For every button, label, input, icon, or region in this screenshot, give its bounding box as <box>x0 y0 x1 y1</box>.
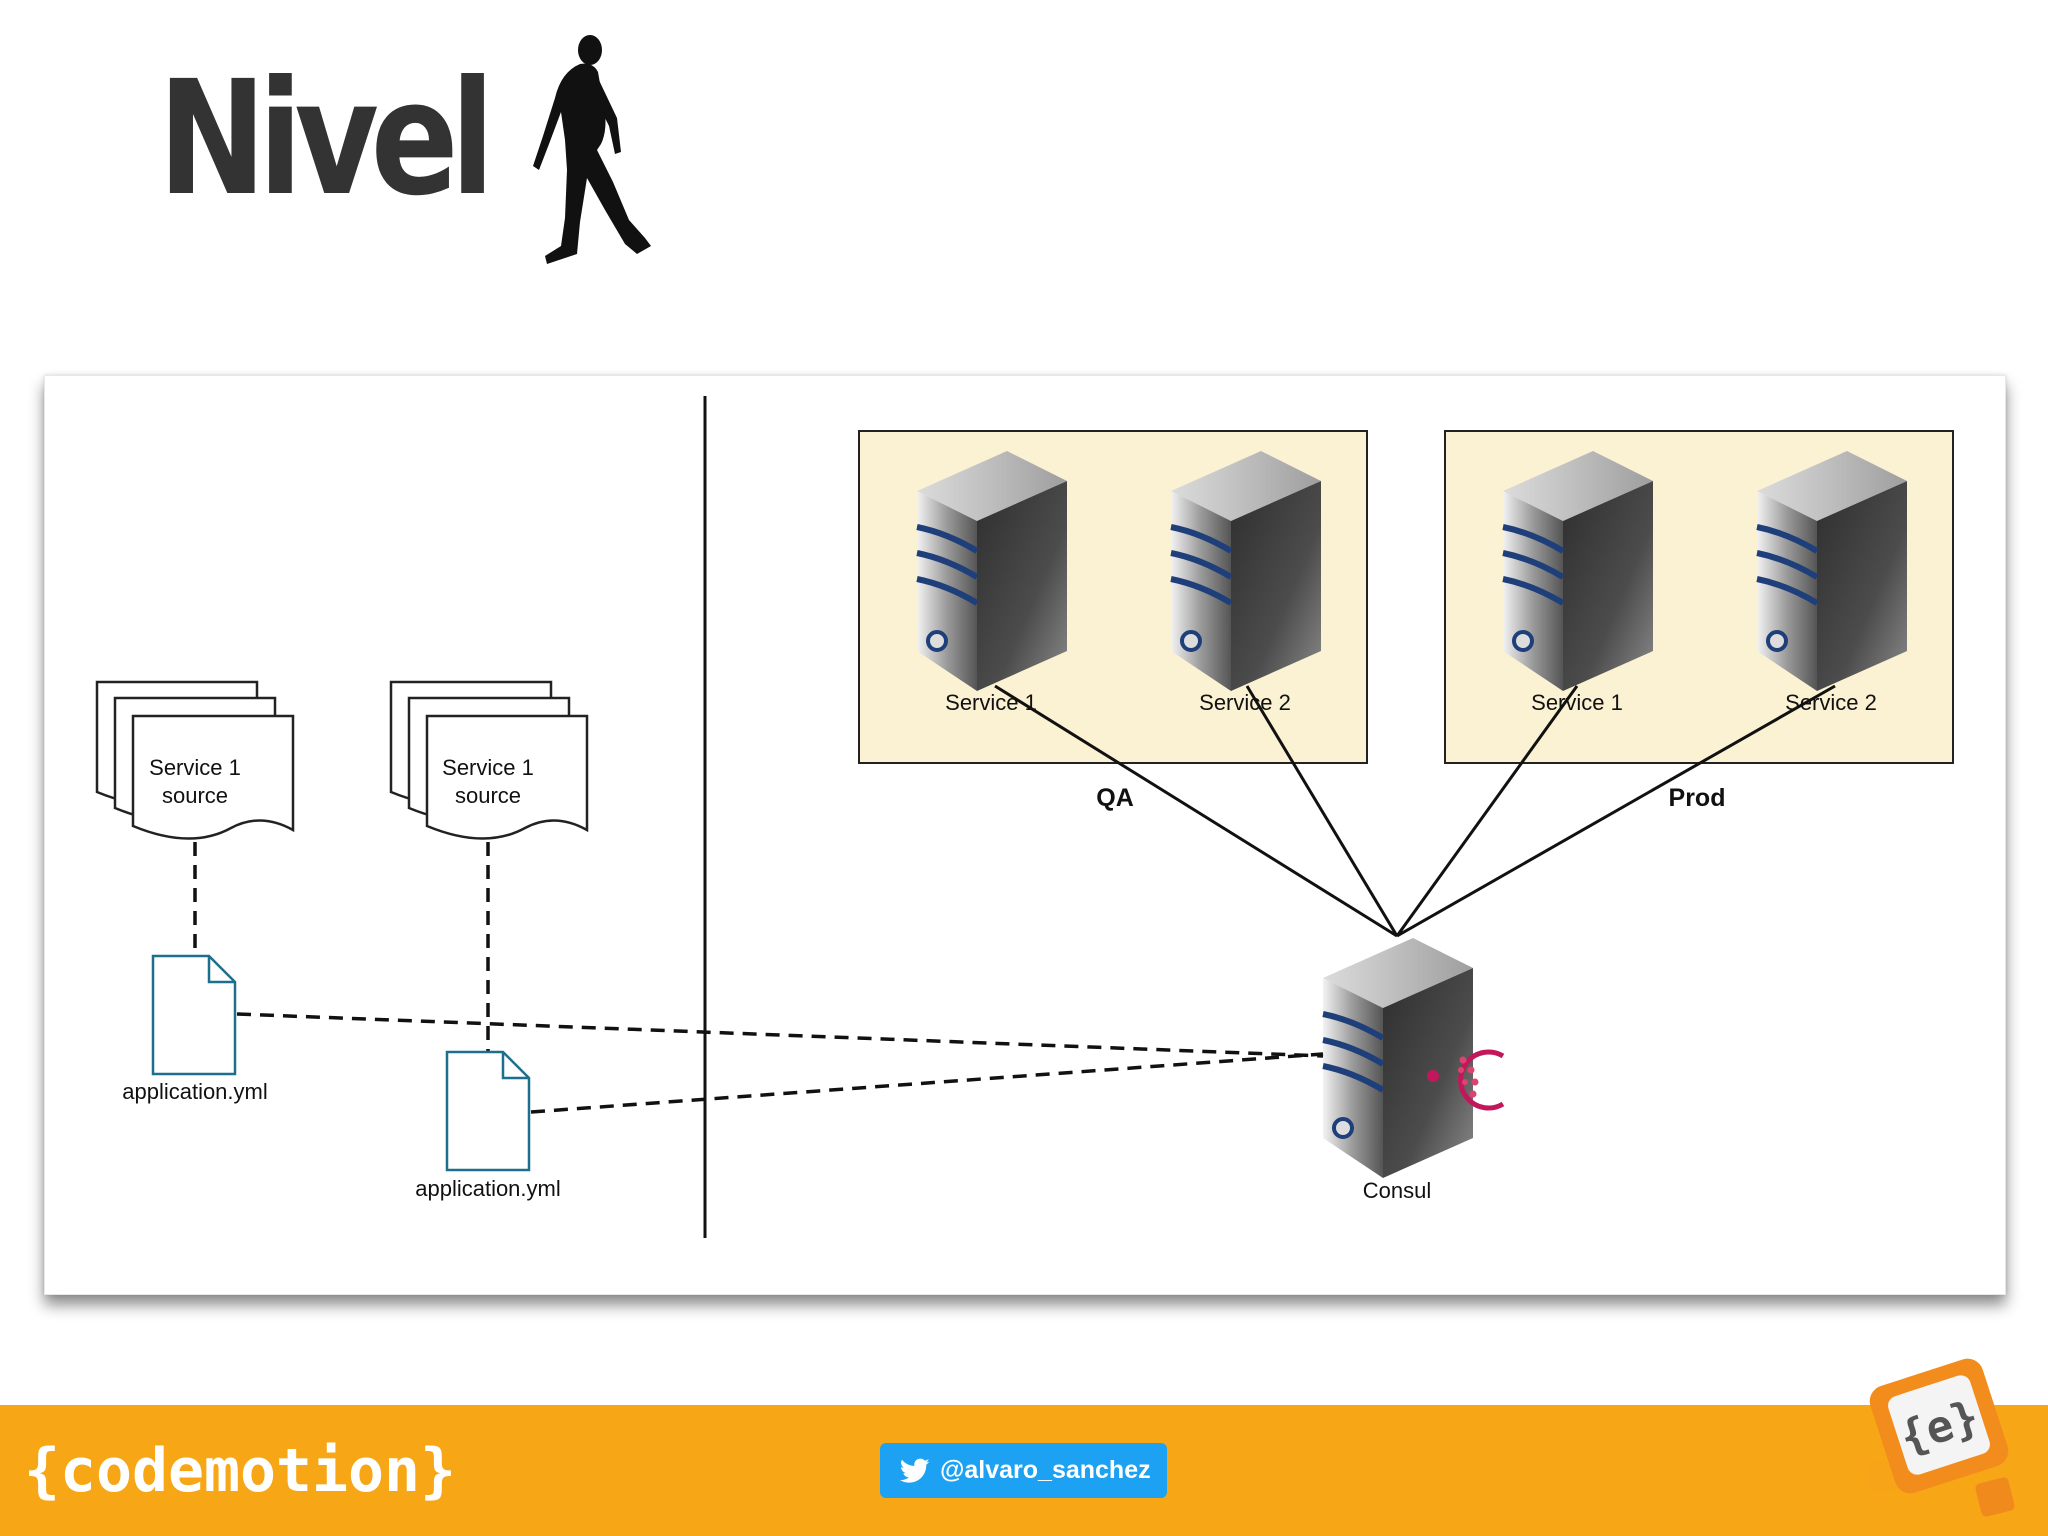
qa-service2-server-icon <box>1171 451 1321 691</box>
svg-text:{codemotion}: {codemotion} <box>24 1436 456 1506</box>
architecture-diagram: Service 1 Service 2 Service 1 Service 2 … <box>44 375 2006 1295</box>
service-registration-lines <box>994 684 1836 938</box>
twitter-handle-badge[interactable]: @alvaro_sanchez <box>880 1443 1167 1498</box>
slide-title: Nivel <box>158 47 495 231</box>
source-1-label-line2: source <box>162 783 228 808</box>
consul-label: Consul <box>1363 1178 1431 1203</box>
prod-service2-label: Service 2 <box>1785 690 1877 715</box>
twitter-handle-text: @alvaro_sanchez <box>940 1456 1151 1484</box>
config-file-1-icon <box>151 954 237 1076</box>
source-2-label-line1: Service 1 <box>442 755 534 780</box>
config-dashed-links <box>193 842 1324 1114</box>
twitter-bird-icon <box>900 1458 930 1483</box>
config-file-2-icon <box>445 1050 531 1172</box>
qa-environment-label: QA <box>1096 784 1134 812</box>
config-file-2-label: application.yml <box>415 1176 561 1201</box>
source-stack-2 <box>389 680 589 840</box>
codemotion-logo: {codemotion} <box>24 1436 456 1506</box>
prod-service1-server-icon <box>1503 451 1653 691</box>
source-stack-1 <box>95 680 295 840</box>
prod-service1-label: Service 1 <box>1531 690 1623 715</box>
source-1-label-line1: Service 1 <box>149 755 241 780</box>
config-file-1-label: application.yml <box>122 1079 268 1104</box>
walking-person-icon <box>533 35 651 264</box>
consul-logo-icon <box>1427 1049 1505 1111</box>
prod-service2-server-icon <box>1757 451 1907 691</box>
source-2-label-line2: source <box>455 783 521 808</box>
qa-service2-label: Service 2 <box>1199 690 1291 715</box>
prod-environment-label: Prod <box>1669 784 1726 812</box>
qa-service1-server-icon <box>917 451 1067 691</box>
consul-server-icon <box>1323 938 1473 1178</box>
codemotion-corner-logo: {e} <box>1868 1358 2015 1517</box>
footer-bar: {codemotion} @alvaro_sanchez <box>0 1405 2048 1536</box>
